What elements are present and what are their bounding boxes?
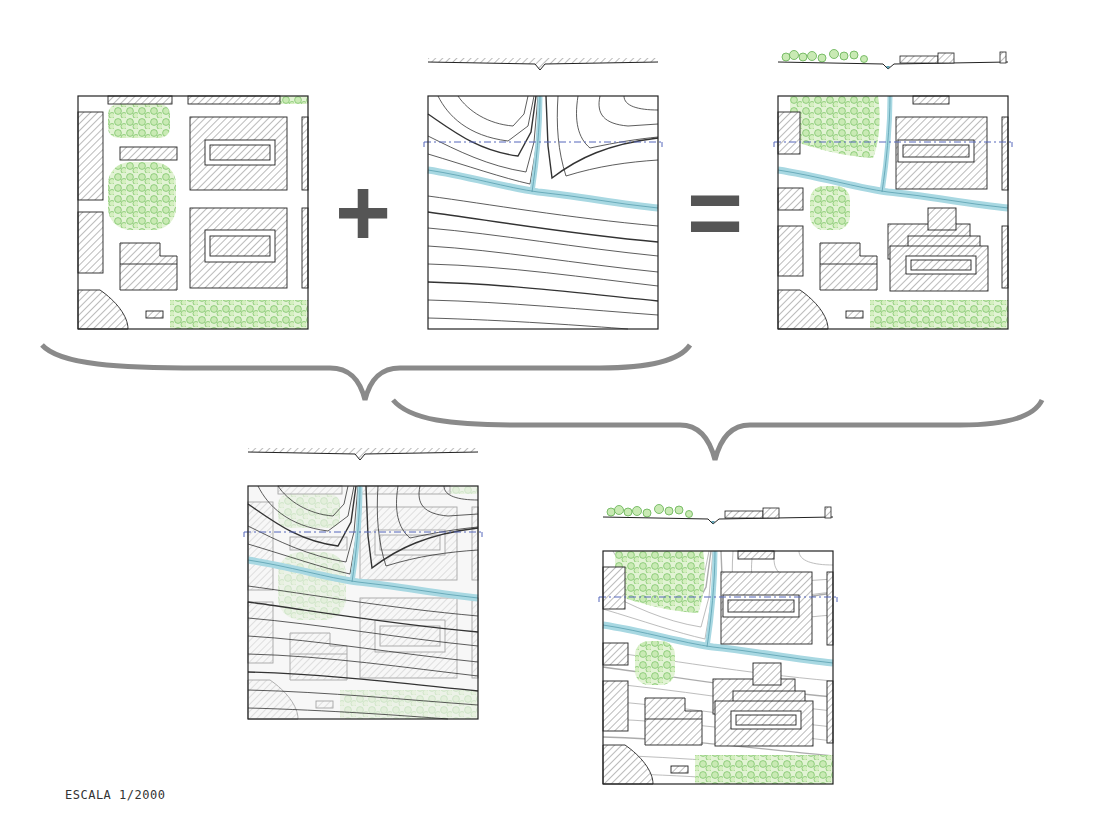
combined-overlay-plan <box>599 551 837 784</box>
combined-profile <box>778 50 1008 70</box>
urban-plan <box>78 96 308 329</box>
combined-profile <box>603 505 833 525</box>
combined-plan <box>774 96 1012 329</box>
grouping-brace <box>42 345 690 400</box>
operator-symbol: = <box>687 165 743 261</box>
scale-note: ESCALA 1/2000 <box>65 789 165 801</box>
overlay-plan <box>244 486 482 719</box>
terrain-profile <box>428 58 658 70</box>
grouping-brace <box>393 400 1042 460</box>
operator-symbol: + <box>335 165 391 261</box>
terrain-profile <box>248 448 478 460</box>
topographic-plan <box>424 96 662 329</box>
